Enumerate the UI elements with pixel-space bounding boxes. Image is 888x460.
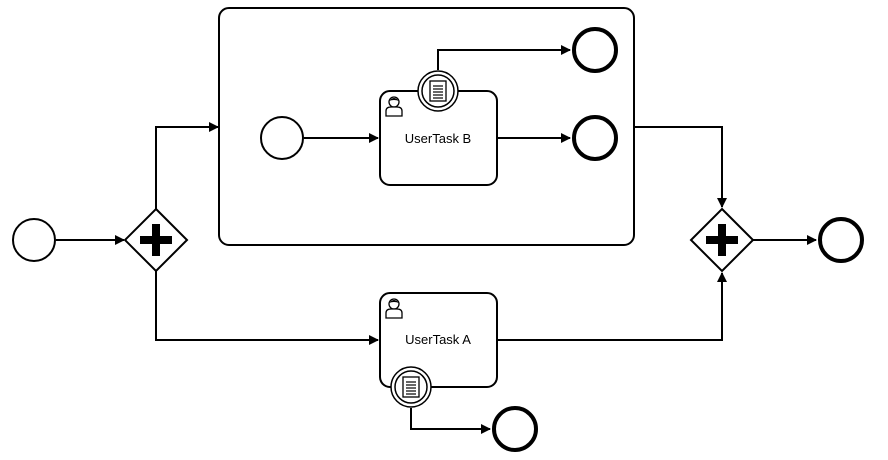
task-a-boundary-end-event[interactable] <box>492 406 538 452</box>
conditional-document-icon <box>402 376 420 398</box>
flow-split-to-subprocess[interactable] <box>155 122 219 209</box>
conditional-boundary-event-b[interactable] <box>417 70 459 112</box>
plus-icon <box>140 224 172 256</box>
flow-split-to-task-a[interactable] <box>155 271 379 345</box>
subprocess-end-event-2[interactable] <box>572 115 618 161</box>
task-a-label: UserTask A <box>405 332 471 347</box>
conditional-boundary-event-a[interactable] <box>390 366 432 408</box>
conditional-document-icon <box>429 80 447 102</box>
user-task-a[interactable]: UserTask A <box>379 292 498 388</box>
start-event[interactable] <box>12 218 56 262</box>
flow-subprocess-to-join[interactable] <box>634 126 727 208</box>
parallel-join-gateway[interactable] <box>689 207 755 273</box>
user-task-b[interactable]: UserTask B <box>379 90 498 186</box>
subprocess-end-event-1[interactable] <box>572 27 618 73</box>
task-b-label: UserTask B <box>405 131 471 146</box>
flow-task-a-to-join[interactable] <box>497 272 727 341</box>
flow-boundary-a-to-end[interactable] <box>410 408 491 434</box>
flow-boundary-b-to-end[interactable] <box>437 45 571 70</box>
plus-icon <box>706 224 738 256</box>
user-icon <box>385 96 403 117</box>
end-event[interactable] <box>818 217 864 263</box>
subprocess-start-event[interactable] <box>260 116 304 160</box>
user-icon <box>385 298 403 319</box>
parallel-split-gateway[interactable] <box>123 207 189 273</box>
